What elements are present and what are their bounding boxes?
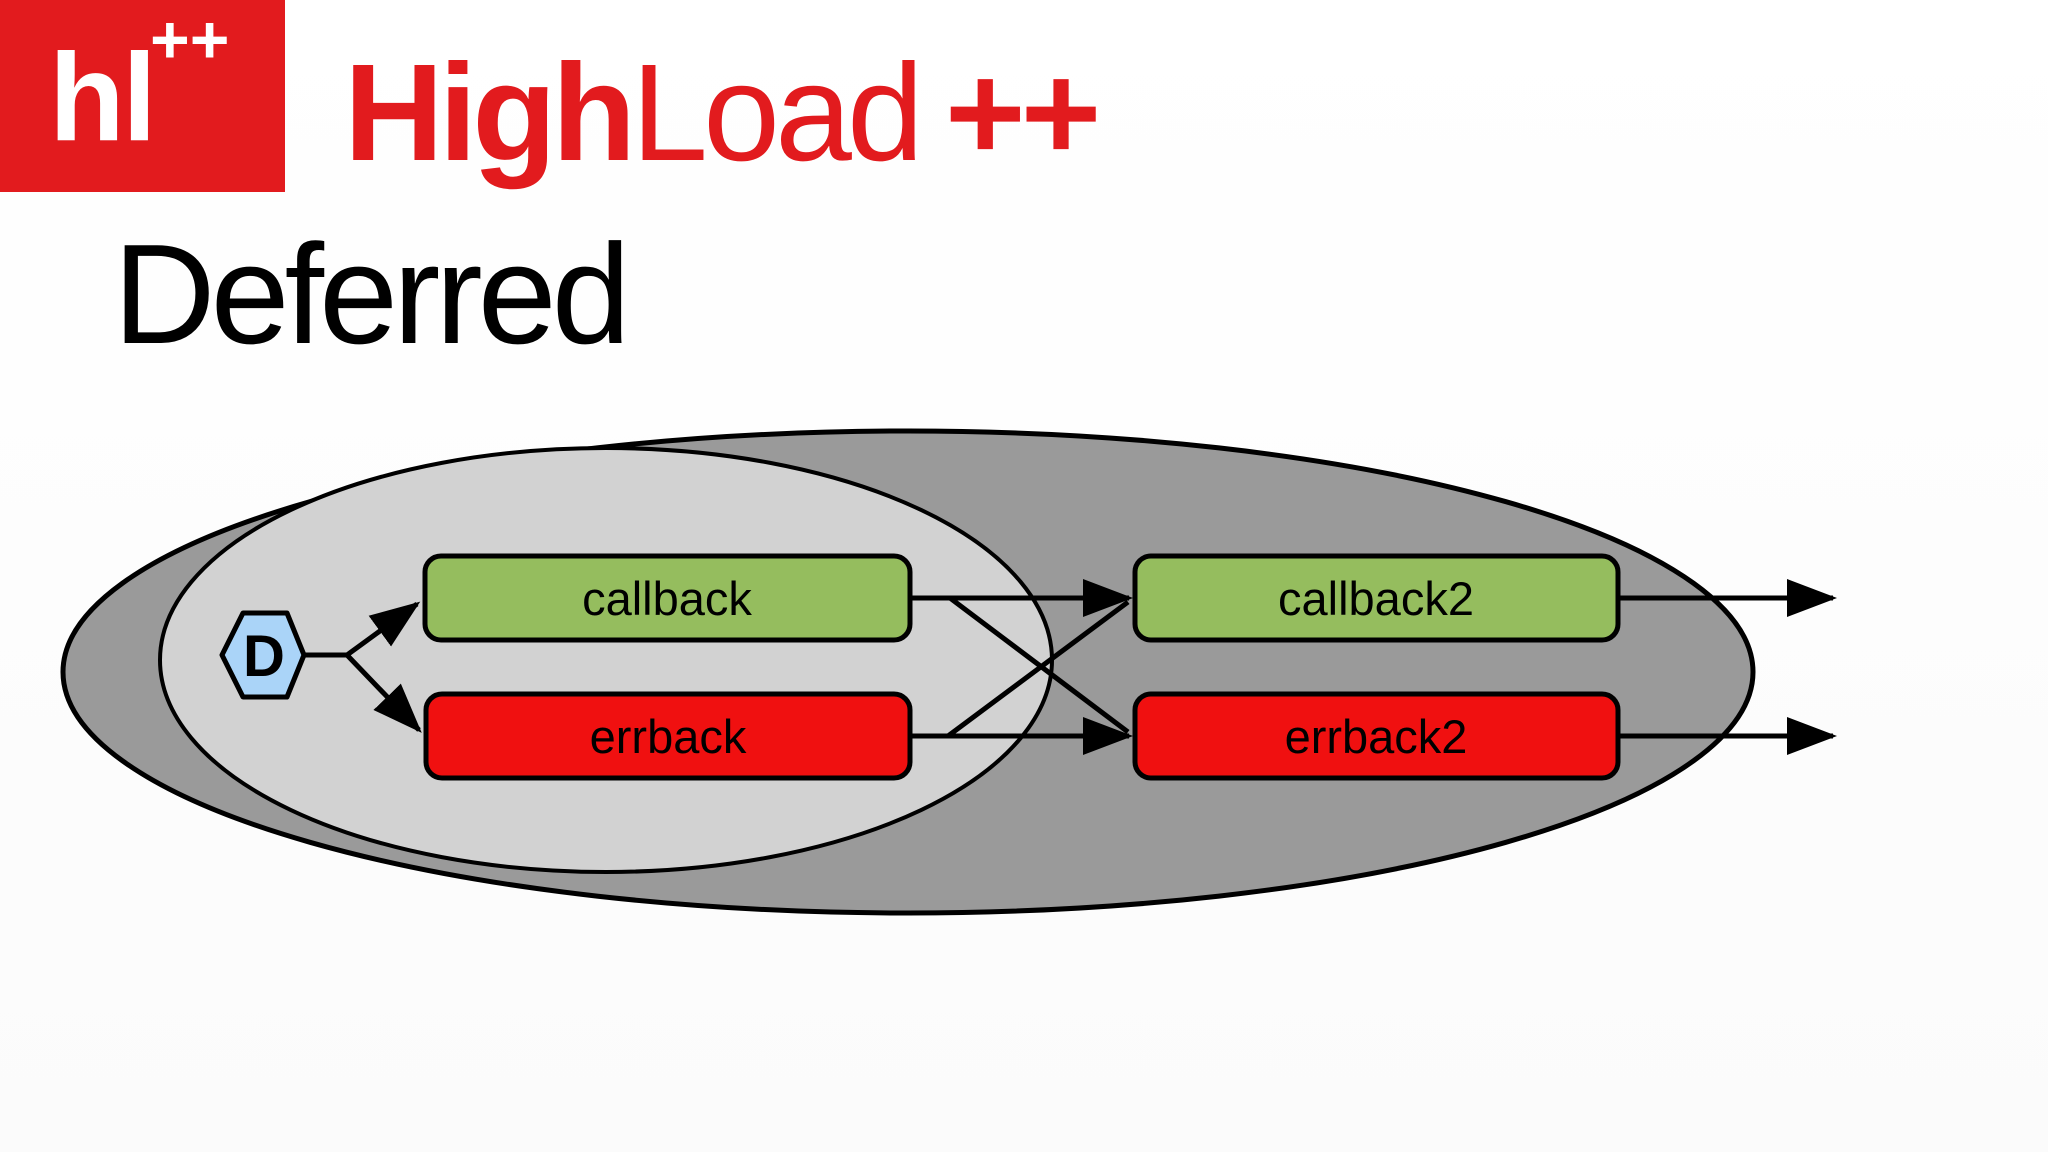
callback-node [422,553,913,643]
callback-node-label: callback [582,572,752,625]
errback2-node-label: errback2 [1285,710,1468,763]
errback2-node [1132,691,1621,781]
highload-logo-badge: hl ++ [0,0,285,192]
line-callback-to-errback2 [948,596,1130,734]
wordmark-plus-plus: ++ [944,36,1101,190]
callback2-node [1132,553,1621,643]
wordmark-load: Load [631,36,924,190]
line-errback-to-callback2 [946,599,1130,739]
page-title: Deferred [113,215,631,374]
logo-hl-text: hl [49,29,157,167]
callback2-node-label: callback2 [1278,572,1474,625]
arrow-d-to-callback [345,601,421,658]
arrow-d-to-errback [345,653,422,733]
errback-node-label: errback [590,710,747,763]
logo-plus-plus-icon: ++ [150,2,230,78]
errback-node [423,691,913,781]
wordmark-high: High [344,36,636,190]
deferred-hexagon-label: D [243,624,285,689]
highload-wordmark: HighLoad++ [344,44,1101,182]
